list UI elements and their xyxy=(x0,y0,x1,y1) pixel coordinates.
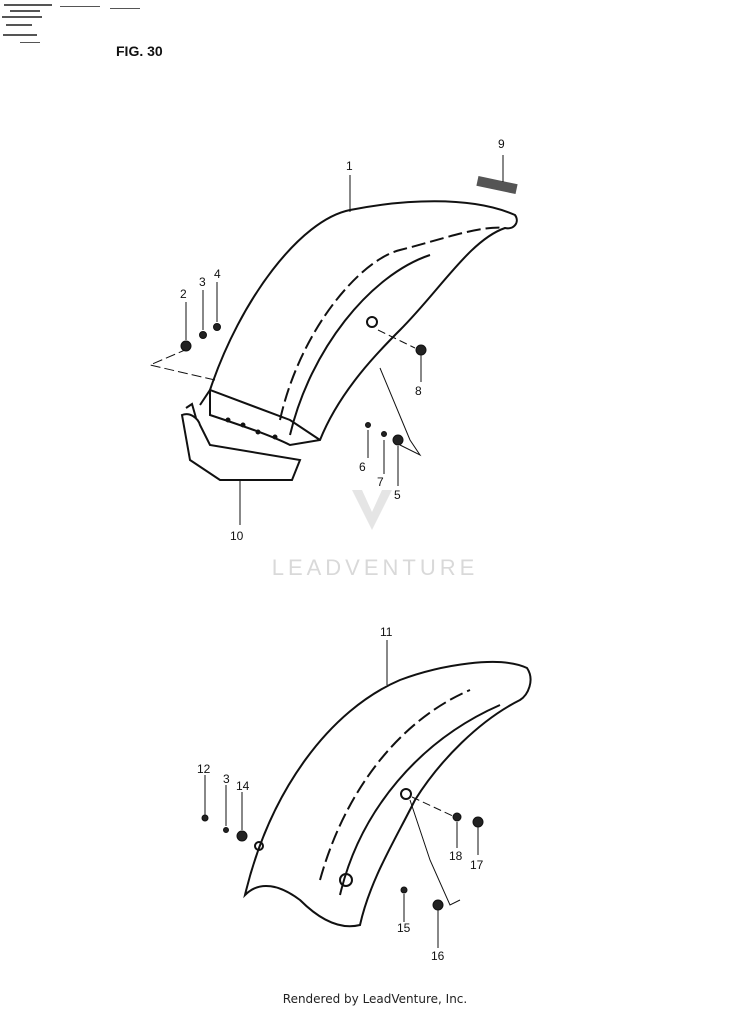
callout-7: 7 xyxy=(377,475,384,489)
callout-labels: 1 2 3 4 5 6 7 8 9 10 11 12 3 14 15 16 17… xyxy=(180,137,505,963)
callout-3: 3 xyxy=(199,275,206,289)
callout-14: 14 xyxy=(236,779,250,793)
callout-15: 15 xyxy=(397,921,411,935)
mud-flap xyxy=(180,402,302,481)
callout-2: 2 xyxy=(180,287,187,301)
front-leader-lines xyxy=(204,640,479,948)
watermark-text: LEADVENTURE xyxy=(272,555,479,580)
callout-4: 4 xyxy=(214,267,221,281)
watermark-logo-icon xyxy=(352,490,392,530)
figure-label: FIG. 30 xyxy=(116,43,163,59)
callout-3b: 3 xyxy=(223,772,230,786)
rear-fender xyxy=(199,200,518,447)
callout-1: 1 xyxy=(346,159,353,173)
watermark: LEADVENTURE xyxy=(272,490,479,580)
footer-credit: Rendered by LeadVenture, Inc. xyxy=(282,992,468,1006)
callout-11: 11 xyxy=(380,625,393,639)
reflector-part-9 xyxy=(476,175,518,195)
callout-12: 12 xyxy=(197,762,211,776)
callout-8: 8 xyxy=(415,384,422,398)
rear-leader-lines xyxy=(148,155,504,525)
scan-noise xyxy=(2,4,140,43)
callout-5: 5 xyxy=(394,488,401,502)
front-hardware xyxy=(201,812,484,911)
front-fender xyxy=(243,661,532,928)
callout-16: 16 xyxy=(431,949,445,963)
callout-10: 10 xyxy=(230,529,244,543)
callout-9: 9 xyxy=(498,137,505,151)
callout-17: 17 xyxy=(470,858,484,872)
callout-6: 6 xyxy=(359,460,366,474)
callout-18: 18 xyxy=(449,849,463,863)
